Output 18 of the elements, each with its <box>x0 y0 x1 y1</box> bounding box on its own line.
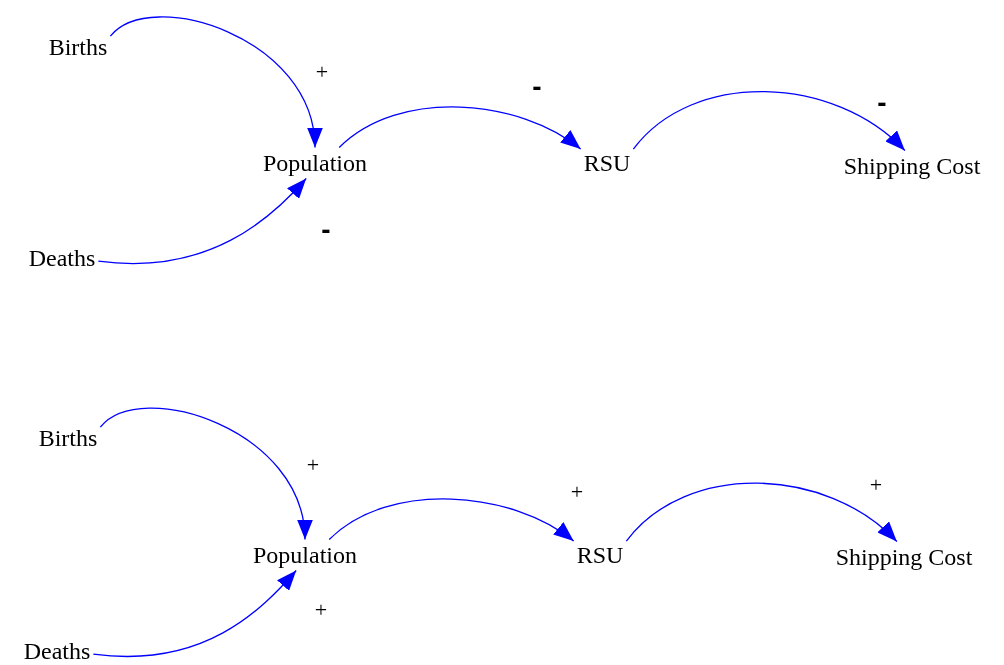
causal-arrow <box>97 177 307 265</box>
variable-label: Population <box>260 147 370 179</box>
causal-arrow <box>99 407 311 541</box>
causal-arrow <box>92 569 297 657</box>
variable-label: Shipping Cost <box>840 150 984 182</box>
causal-arrow <box>625 482 898 543</box>
causal-arrow <box>632 91 906 152</box>
variable-label: RSU <box>580 147 634 179</box>
variable-label: Deaths <box>20 635 94 665</box>
variable-label: Births <box>45 31 111 63</box>
variable-label: Population <box>250 539 360 571</box>
variable-label: RSU <box>573 539 627 571</box>
causal-arrow <box>109 16 321 149</box>
variable-label: Births <box>35 422 101 454</box>
variable-label: Deaths <box>25 242 99 274</box>
causal-arrow <box>338 106 582 150</box>
causal-arrow <box>328 498 575 542</box>
variable-label: Shipping Cost <box>832 541 976 573</box>
